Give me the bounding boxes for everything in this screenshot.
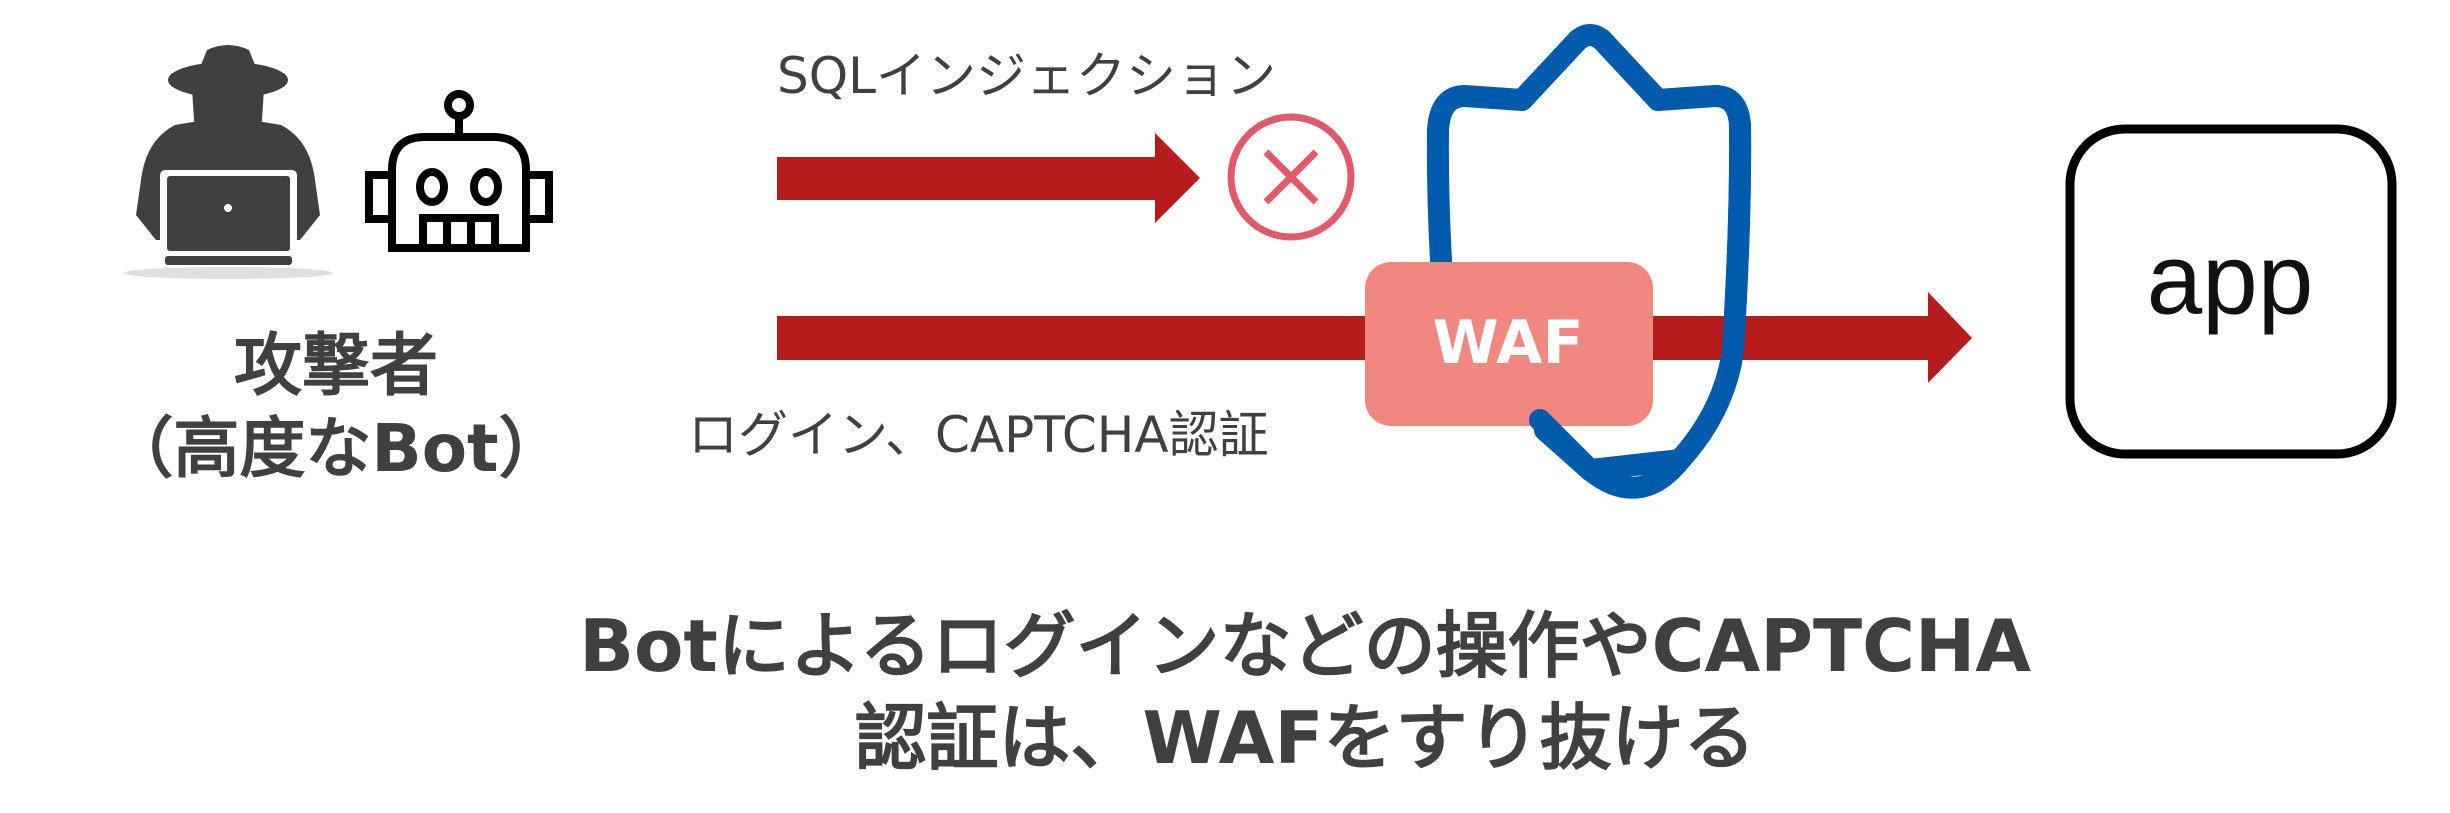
hacker-icon xyxy=(123,45,333,279)
waf-box xyxy=(1365,262,1653,426)
waf-label: WAF xyxy=(1432,308,1584,378)
app-label: app xyxy=(2146,223,2314,336)
login-captcha-label: ログイン、CAPTCHA認証 xyxy=(688,406,1269,464)
app-box xyxy=(2065,124,2397,459)
attacker-subtitle: （高度なBot） xyxy=(107,410,565,487)
attacker-title: 攻撃者 xyxy=(233,327,439,406)
robot-icon xyxy=(365,90,553,252)
caption-line-1: Botによるログインなどの操作やCAPTCHA xyxy=(579,604,2031,688)
sql-injection-label: SQLインジェクション xyxy=(777,47,1276,105)
caption-line-2: 認証は、WAFをすり抜ける xyxy=(854,696,1756,780)
sql-injection-arrow xyxy=(777,133,1200,223)
caption: Botによるログインなどの操作やCAPTCHA 認証は、WAFをすり抜ける xyxy=(579,600,2031,784)
shield-front-edge xyxy=(1529,119,1752,499)
blocked-x-icon xyxy=(1227,113,1355,241)
